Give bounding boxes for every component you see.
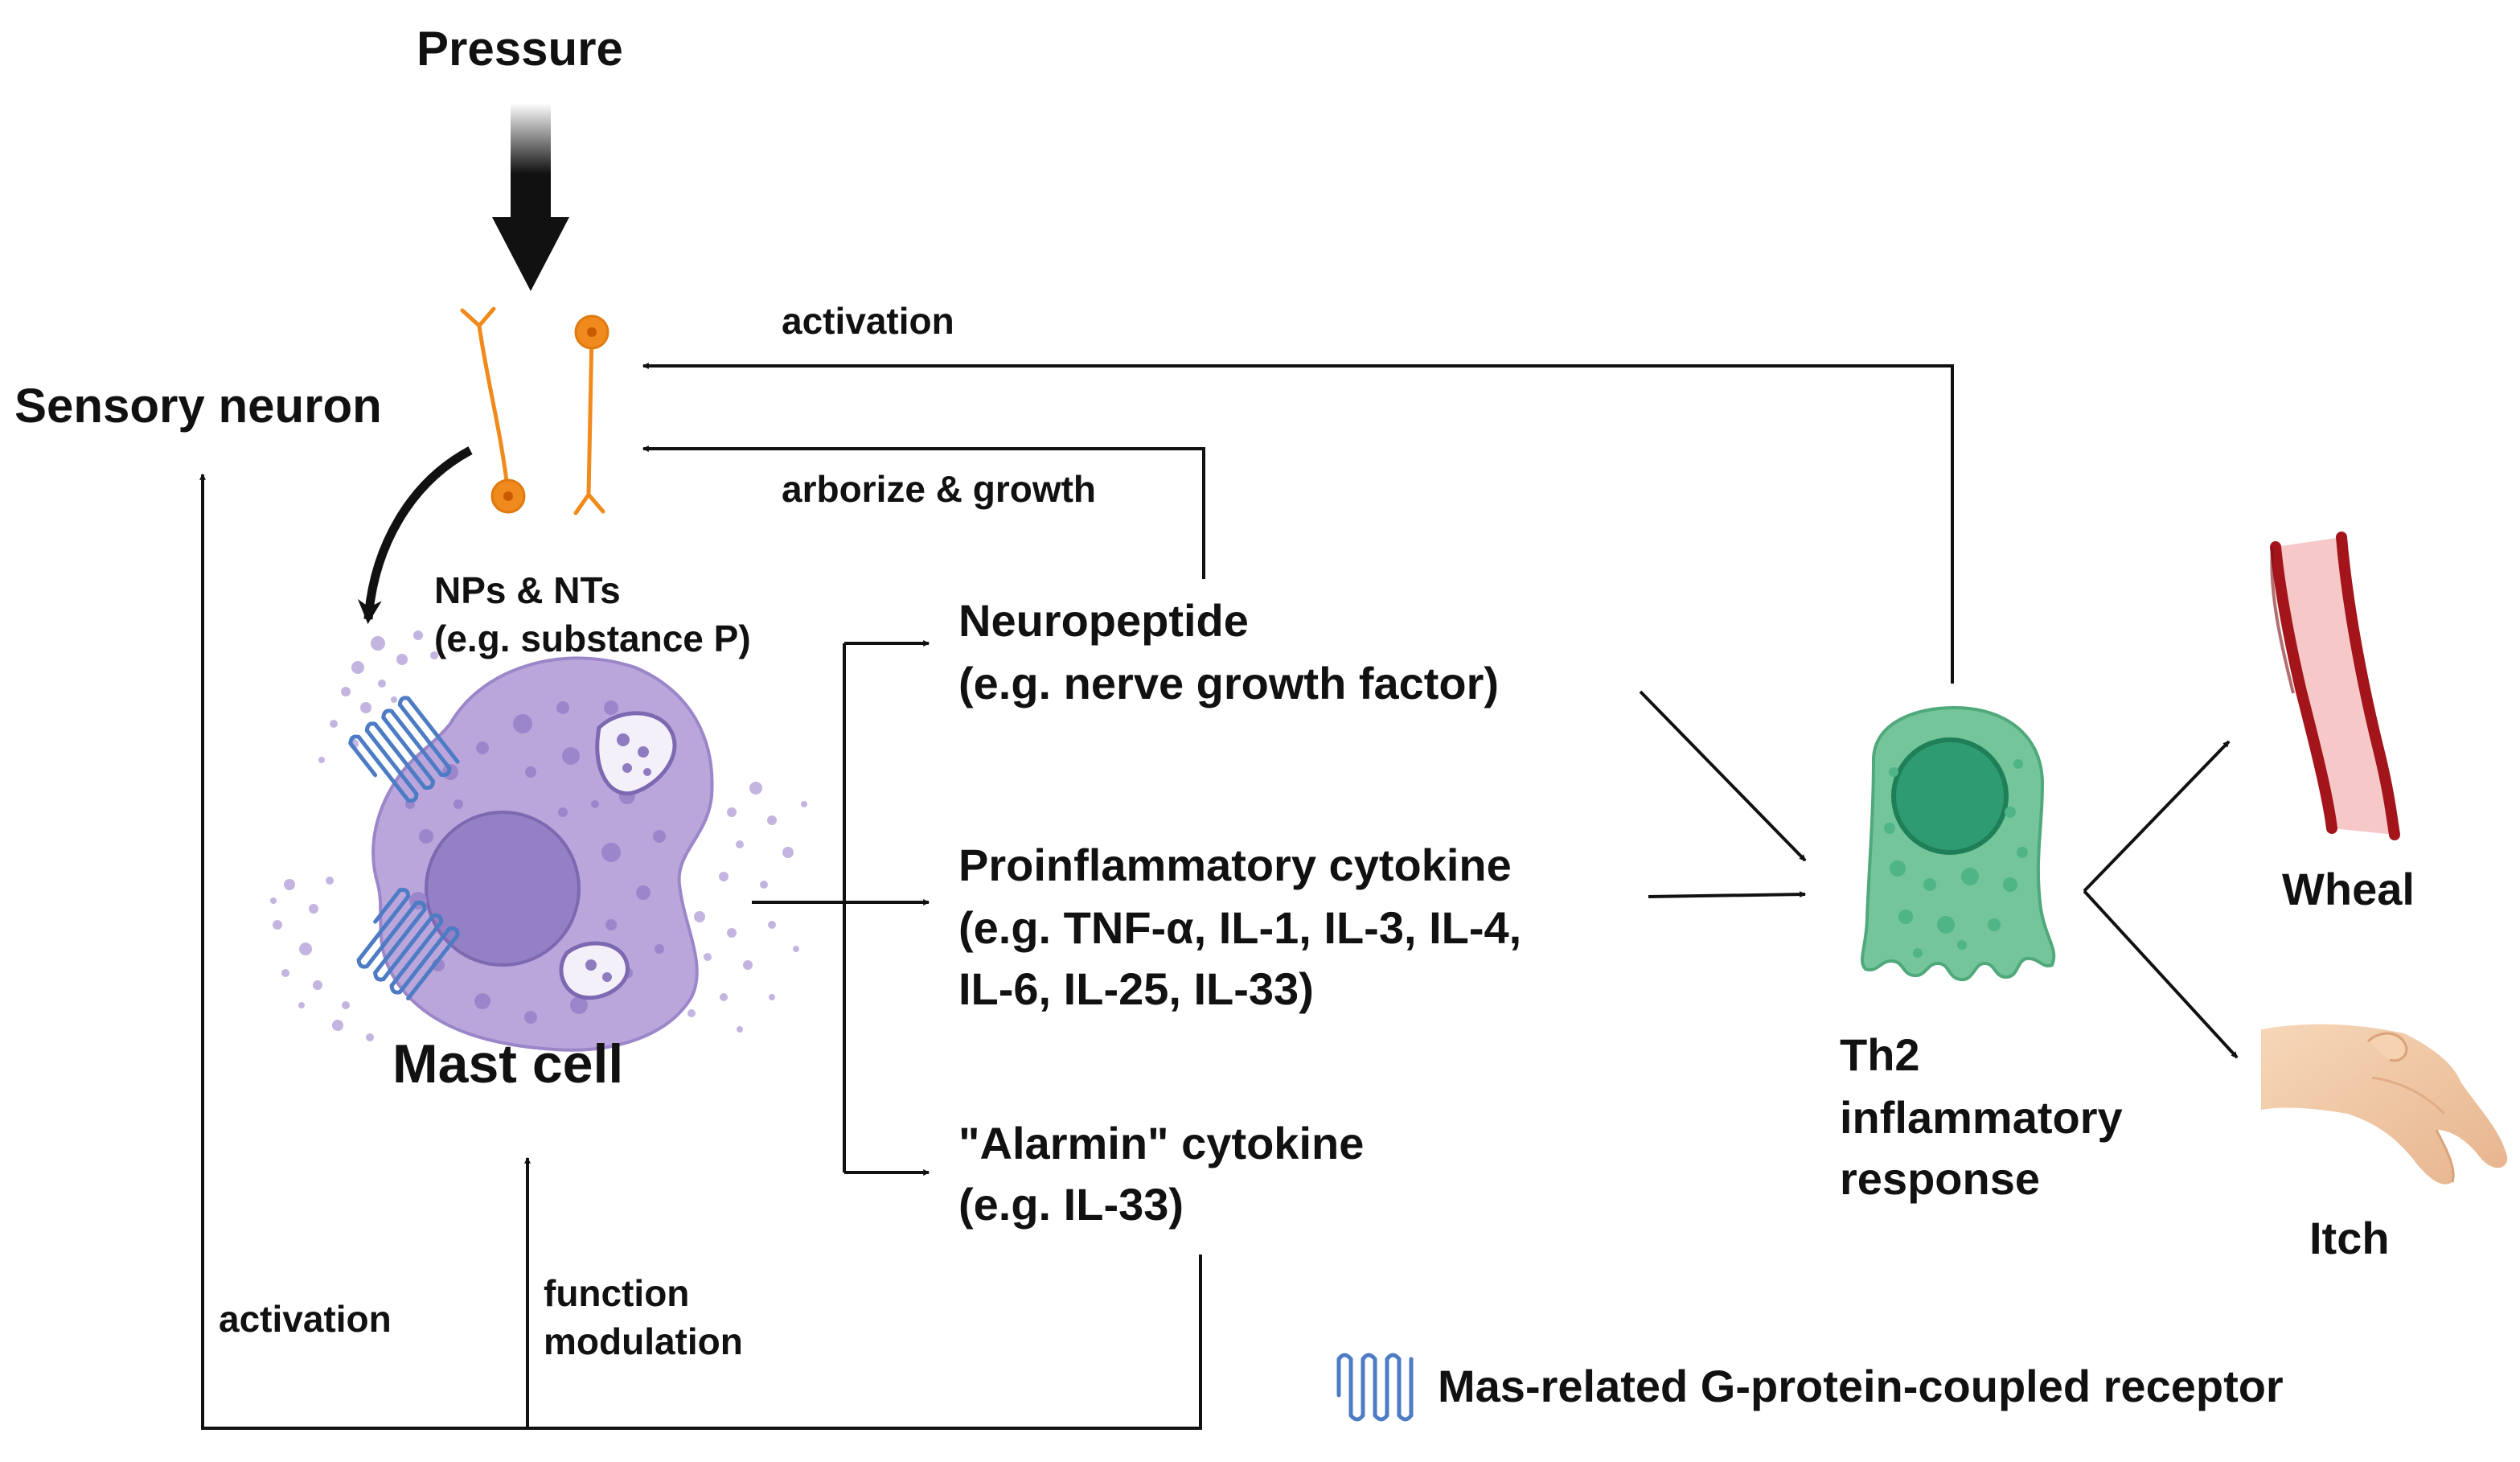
alarmin-label-line2: (e.g. IL-33) [958, 1179, 1184, 1230]
feedback-arrows [199, 363, 1954, 1430]
to-th2-arrows [1639, 690, 1807, 898]
th2-outcome-arrows [2083, 740, 2239, 1059]
sensory-neuron-icon [460, 306, 609, 515]
proinflammatory-label-line3: IL-6, IL-25, IL-33) [958, 963, 1314, 1014]
activation-top-label: activation [782, 300, 954, 342]
alarmin-label-line1: "Alarmin" cytokine [958, 1118, 1365, 1168]
blood-vessel-icon [2270, 532, 2400, 840]
th2-label-line3: response [1840, 1153, 2040, 1204]
mastcell-output-bracket [752, 640, 930, 1176]
proinflammatory-label-line2: (e.g. TNF-α, IL-1, IL-3, IL-4, [958, 902, 1522, 953]
neuron-to-mastcell-arrow [357, 446, 473, 624]
legend-receptor-label: Mas-related G-protein-coupled receptor [1438, 1361, 2284, 1411]
mast-cell-label: Mast cell [392, 1033, 624, 1094]
itch-label: Itch [2309, 1213, 2390, 1263]
granule-speckles [270, 630, 807, 1041]
hand-icon [2261, 1024, 2508, 1185]
function-modulation-label-line1: function [544, 1272, 690, 1314]
proinflammatory-label-line1: Proinflammatory cytokine [958, 840, 1512, 890]
legend-receptor-icon [1336, 1353, 1414, 1422]
wheal-label: Wheal [2282, 864, 2415, 914]
neuropeptide-label-line2: (e.g. nerve growth factor) [958, 658, 1500, 708]
nps-nts-label-line2: (e.g. substance P) [434, 618, 751, 659]
sensory-neuron-label: Sensory neuron [14, 379, 382, 433]
mast-cell-icon [371, 656, 714, 1052]
neuropeptide-label-line1: Neuropeptide [958, 595, 1249, 646]
pressure-label: Pressure [417, 22, 623, 76]
pressure-arrow [492, 103, 569, 291]
th2-cell-icon [1861, 705, 2056, 982]
th2-label-line1: Th2 [1840, 1029, 1920, 1080]
th2-label-line2: inflammatory [1840, 1092, 2123, 1143]
function-modulation-label-line2: modulation [544, 1320, 743, 1362]
nps-nts-label-line1: NPs & NTs [434, 569, 621, 611]
activation-bottom-label: activation [219, 1298, 392, 1340]
arborize-growth-label: arborize & growth [782, 468, 1097, 510]
receptor-icon [348, 696, 460, 1001]
